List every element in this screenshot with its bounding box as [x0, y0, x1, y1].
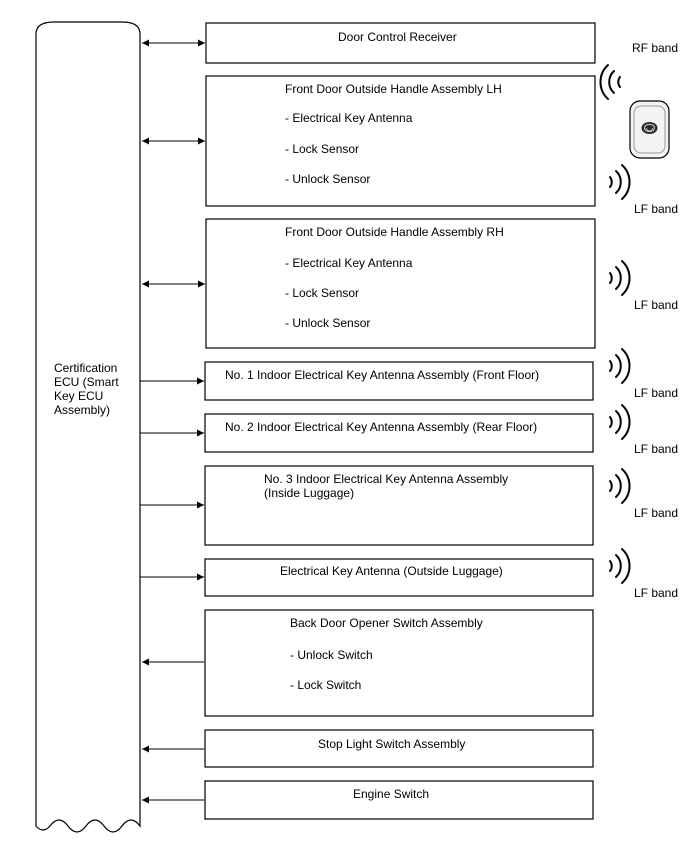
box-item: - Lock Switch	[290, 678, 361, 692]
door-control-receiver-box: Door Control Receiver	[205, 22, 596, 64]
radio-wave-icon	[609, 468, 631, 504]
radio-wave-icon	[609, 260, 631, 296]
outside-luggage-antenna-box: Electrical Key Antenna (Outside Luggage)	[204, 558, 594, 597]
lf-band-label: LF band	[634, 586, 678, 600]
box-title-line2: (Inside Luggage)	[264, 486, 354, 500]
back-door-opener-switch-box: Back Door Opener Switch Assembly - Unloc…	[204, 609, 594, 717]
radio-wave-icon	[609, 548, 631, 584]
radio-wave-icon	[609, 404, 631, 440]
box-item: - Unlock Switch	[290, 648, 373, 662]
no1-indoor-antenna-box: No. 1 Indoor Electrical Key Antenna Asse…	[204, 361, 594, 401]
box-item: - Electrical Key Antenna	[285, 111, 413, 125]
box-item: - Electrical Key Antenna	[285, 256, 413, 270]
lf-band-label: LF band	[634, 506, 678, 520]
rf-band-label: RF band	[632, 41, 678, 55]
box-title: No. 1 Indoor Electrical Key Antenna Asse…	[225, 368, 539, 382]
box-item: - Lock Sensor	[285, 286, 359, 300]
box-title: Engine Switch	[353, 787, 429, 801]
radio-wave-icon	[609, 348, 631, 384]
lf-band-label: LF band	[634, 202, 678, 216]
box-title: Electrical Key Antenna (Outside Luggage)	[280, 564, 503, 578]
box-item: - Unlock Sensor	[285, 316, 370, 330]
certification-ecu: Certification ECU (Smart Key ECU Assembl…	[35, 21, 141, 833]
box-title: No. 3 Indoor Electrical Key Antenna Asse…	[264, 472, 508, 486]
box-item: - Unlock Sensor	[285, 172, 370, 186]
front-door-handle-lh-box: Front Door Outside Handle Assembly LH - …	[205, 75, 596, 207]
box-title: Back Door Opener Switch Assembly	[290, 616, 483, 630]
stop-light-switch-box: Stop Light Switch Assembly	[204, 729, 594, 768]
front-door-handle-rh-box: Front Door Outside Handle Assembly RH - …	[205, 218, 596, 349]
lf-band-label: LF band	[634, 442, 678, 456]
engine-switch-box: Engine Switch	[204, 780, 594, 820]
no3-indoor-antenna-box: No. 3 Indoor Electrical Key Antenna Asse…	[204, 465, 594, 546]
no2-indoor-antenna-box: No. 2 Indoor Electrical Key Antenna Asse…	[204, 413, 594, 453]
ecu-label: Certification ECU (Smart Key ECU Assembl…	[54, 361, 122, 417]
box-item: - Lock Sensor	[285, 142, 359, 156]
box-title: Front Door Outside Handle Assembly RH	[285, 225, 504, 239]
box-title: Stop Light Switch Assembly	[318, 737, 465, 751]
box-title: Door Control Receiver	[338, 30, 457, 44]
box-title: Front Door Outside Handle Assembly LH	[285, 82, 502, 96]
key-fob-icon	[629, 100, 670, 159]
lf-band-label: LF band	[634, 298, 678, 312]
radio-wave-icon	[599, 64, 621, 100]
radio-wave-icon	[609, 164, 631, 200]
lf-band-label: LF band	[634, 386, 678, 400]
box-title: No. 2 Indoor Electrical Key Antenna Asse…	[225, 420, 537, 434]
